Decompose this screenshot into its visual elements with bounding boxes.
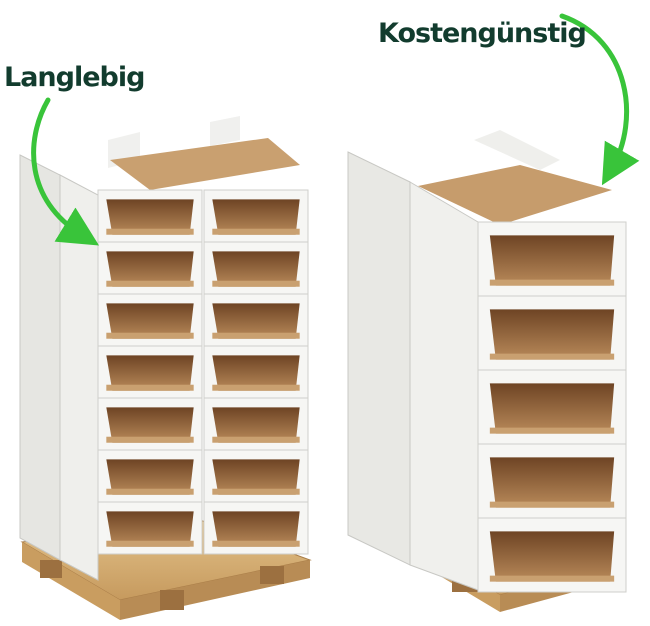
right-rack	[347, 130, 627, 593]
label-kostenguenstig: Kostengünstig	[378, 18, 587, 49]
left-arrow-icon	[31, 97, 100, 246]
left-bin	[203, 449, 309, 503]
label-langlebig: Langlebig	[4, 62, 145, 93]
left-bin	[97, 501, 203, 555]
right-bin	[477, 517, 627, 593]
right-bin	[477, 221, 627, 297]
left-bin	[203, 397, 309, 451]
left-bin	[203, 293, 309, 347]
left-bin	[97, 293, 203, 347]
right-bin	[477, 443, 627, 519]
left-bin	[203, 501, 309, 555]
left-bin	[97, 241, 203, 295]
left-bin	[203, 345, 309, 399]
right-arrow-icon	[559, 13, 640, 186]
right-bin	[477, 369, 627, 445]
right-bin	[477, 295, 627, 371]
left-rack	[19, 116, 309, 581]
left-bin	[97, 345, 203, 399]
left-bin	[97, 189, 203, 243]
left-bin	[203, 241, 309, 295]
left-bin	[97, 397, 203, 451]
left-bin	[97, 449, 203, 503]
left-bin	[203, 189, 309, 243]
